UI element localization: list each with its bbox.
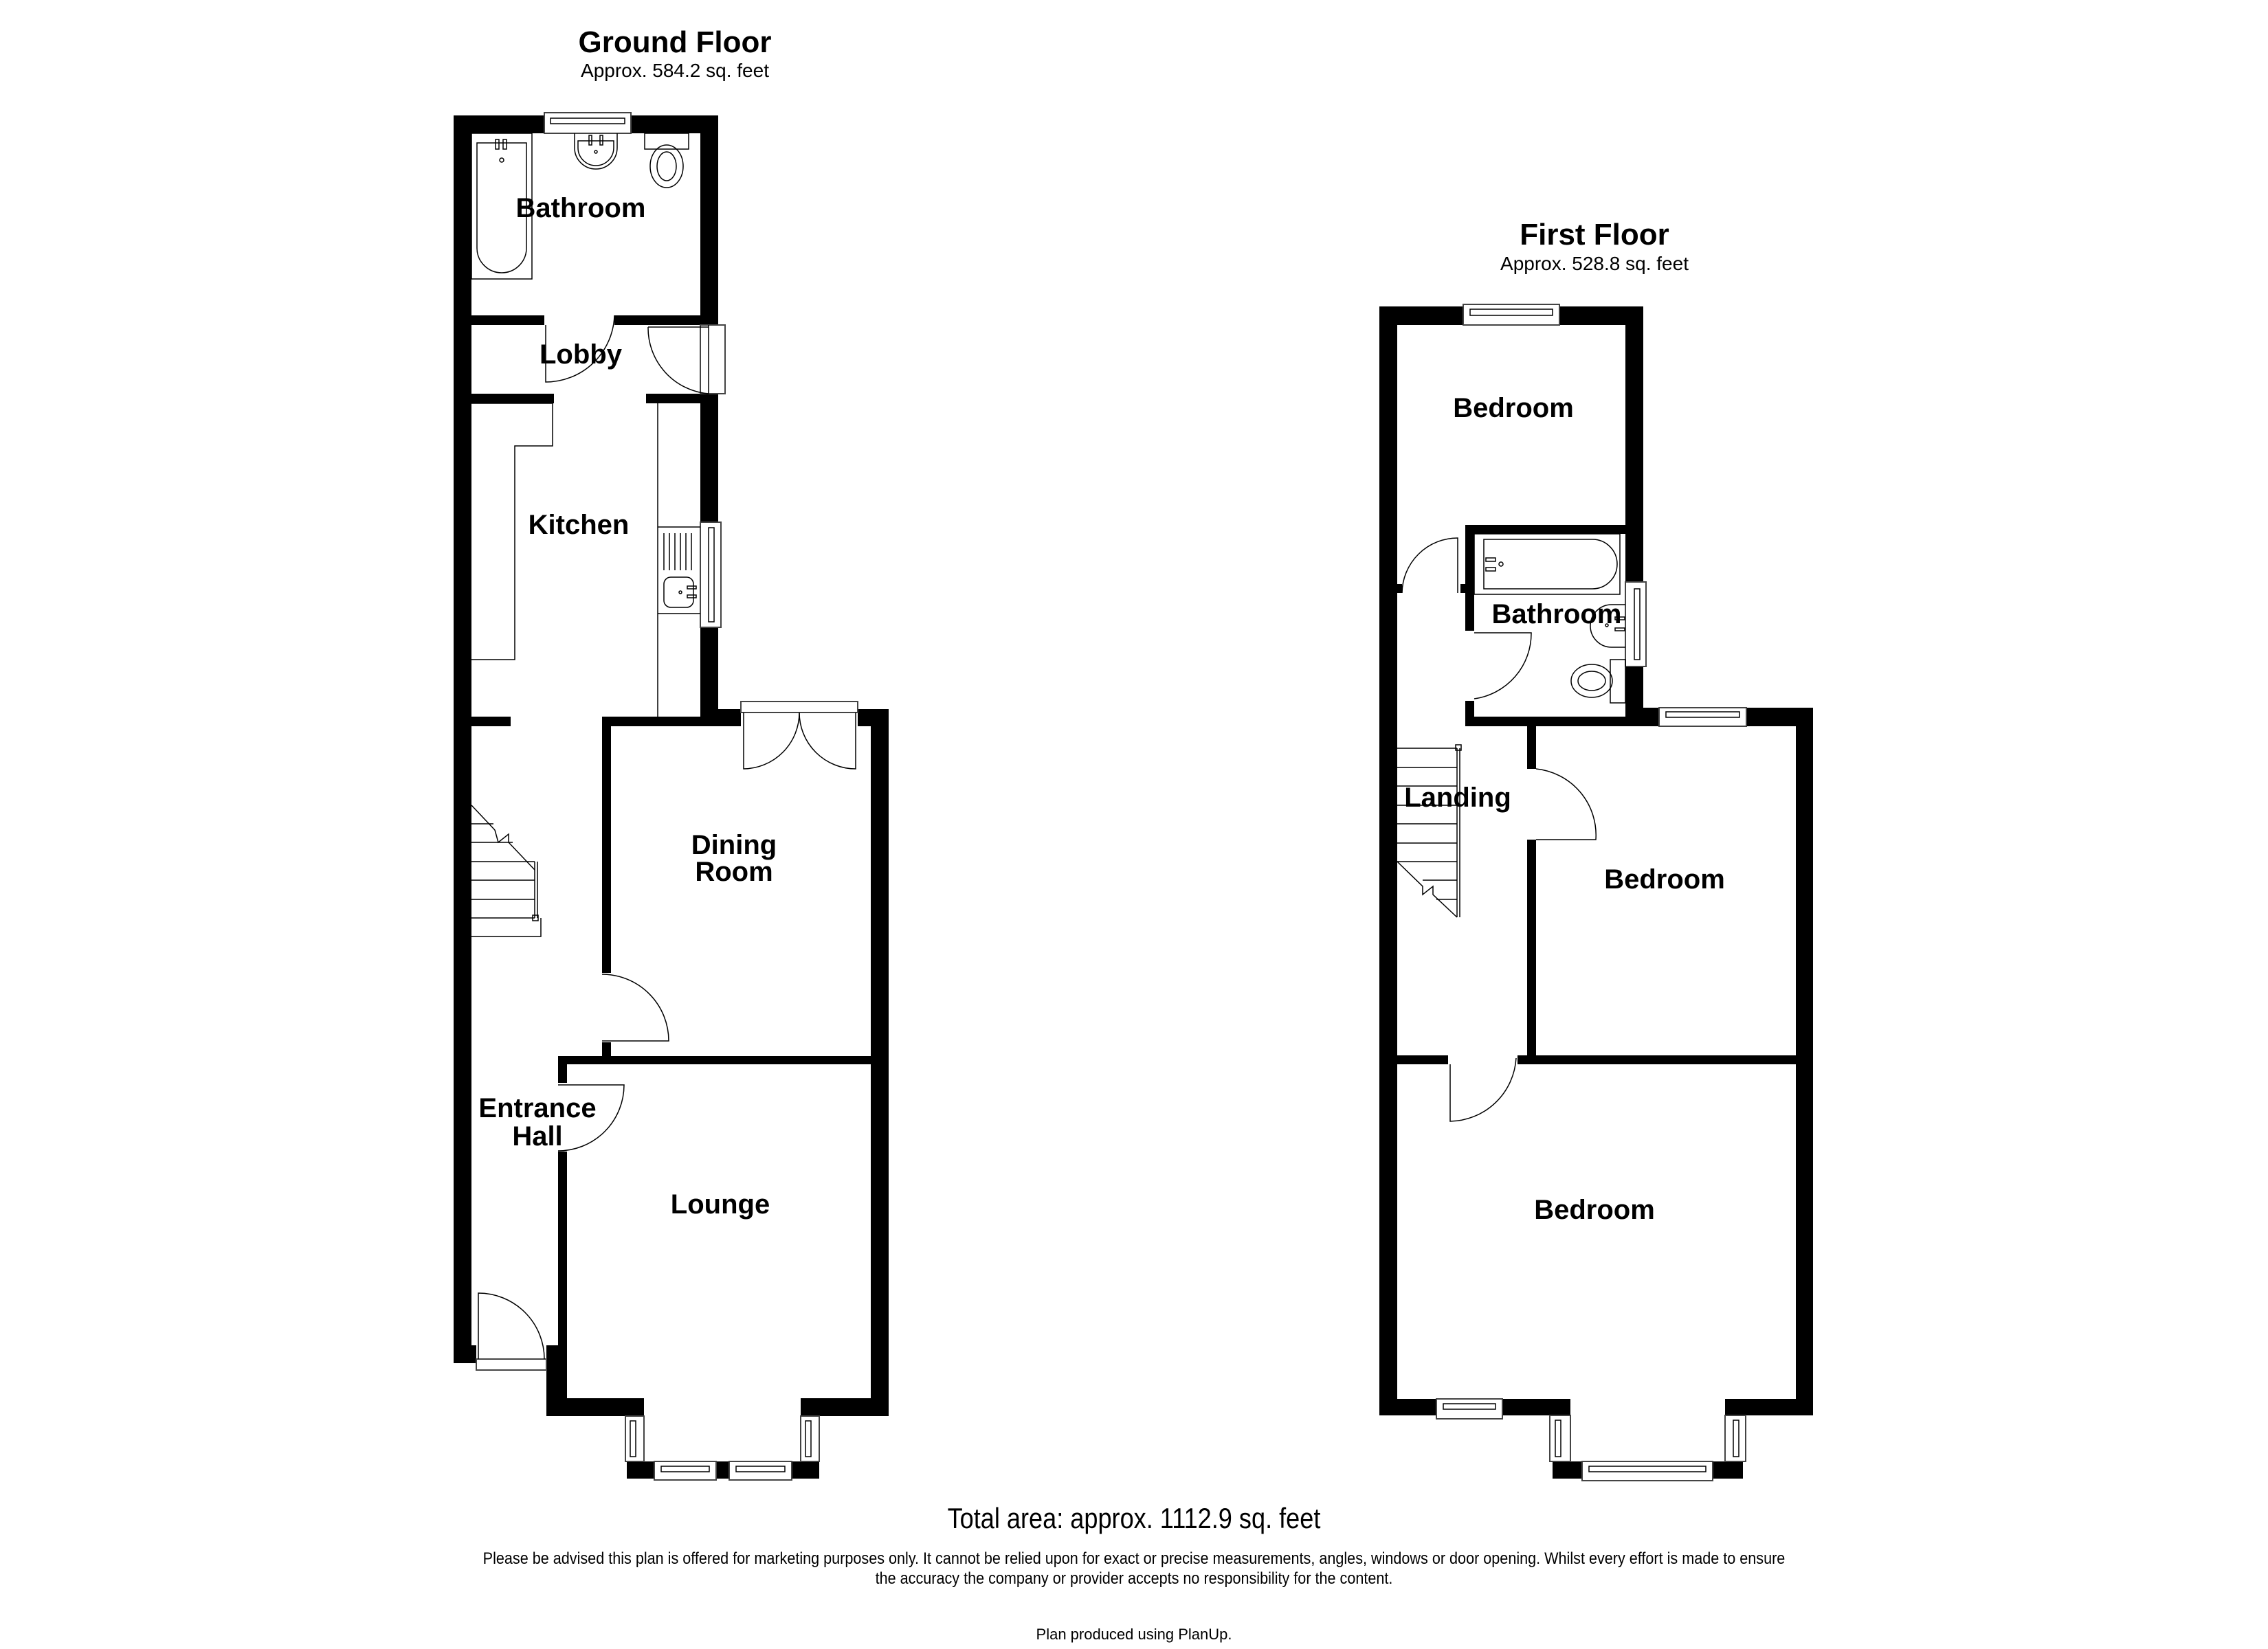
plan-credit: Plan produced using PlanUp.: [1036, 1626, 1232, 1643]
first-floor-fixtures: [1397, 533, 1626, 918]
lounge-door: [557, 1084, 625, 1152]
ground-floor-plan: Ground Floor Approx. 584.2 sq. feet: [454, 25, 889, 1481]
kitchen-window: [700, 521, 722, 628]
room-label-entrance-line2: Hall: [512, 1121, 562, 1152]
first-floor-toilet: [1570, 659, 1626, 704]
lounge-bay-window-front-left: [654, 1461, 717, 1481]
room-label-landing: Landing: [1404, 783, 1511, 813]
dining-room-door: [601, 974, 669, 1042]
first-floor-staircase: [1397, 744, 1462, 918]
lounge-bay-window-left: [625, 1415, 645, 1462]
room-label-rear-bedroom: Bedroom: [1453, 393, 1574, 423]
room-label-front-bedroom: Bedroom: [1534, 1195, 1655, 1225]
front-door: [476, 1292, 547, 1371]
disclaimer-line-1: Please be advised this plan is offered f…: [482, 1549, 1786, 1568]
front-bedroom-door: [1449, 1057, 1517, 1122]
first-floor-bathroom-window: [1625, 581, 1647, 667]
first-floor-bathroom-door: [1474, 632, 1532, 699]
room-label-lobby: Lobby: [540, 339, 623, 370]
front-bedroom-side-window: [1436, 1398, 1503, 1420]
room-label-entrance-line1: Entrance: [478, 1093, 596, 1123]
room-label-first-floor-bathroom: Bathroom: [1492, 599, 1622, 629]
rear-bedroom-window: [1463, 304, 1560, 326]
lounge-bay-window-right: [800, 1415, 820, 1462]
bath-tub: [471, 133, 533, 280]
first-floor-room-labels: Bedroom Bathroom Landing Bedroom Bedroom: [1404, 393, 1725, 1225]
lobby-external-door: [647, 324, 726, 394]
middle-bedroom-window: [1658, 707, 1747, 727]
front-bedroom-bay-left: [1549, 1415, 1571, 1462]
front-bedroom-bay-right: [1724, 1415, 1746, 1462]
room-label-kitchen: Kitchen: [529, 510, 630, 540]
ground-floor-doors: [476, 315, 858, 1371]
lounge-bay-window-front-right: [729, 1461, 792, 1481]
ground-floor-staircase: [471, 805, 542, 937]
ground-floor-windows: [544, 112, 820, 1481]
disclaimer: Please be advised this plan is offered f…: [113, 1549, 2155, 1589]
bathroom-window: [544, 112, 632, 134]
ground-floor-room-labels: Bathroom Lobby Kitchen Dining Room Entra…: [478, 193, 777, 1220]
ground-floor-walls: [454, 115, 889, 1479]
first-floor-title: First Floor: [1520, 218, 1669, 251]
toilet: [644, 133, 689, 188]
french-doors: [740, 701, 858, 770]
ground-floor-fixtures: [471, 133, 700, 937]
ground-floor-area: Approx. 584.2 sq. feet: [581, 60, 769, 81]
bathroom-door: [545, 315, 615, 383]
total-area: Total area: approx. 1112.9 sq. feet: [947, 1502, 1321, 1534]
first-floor-plan: First Floor Approx. 528.8 sq. feet: [1379, 218, 1813, 1481]
kitchen-worktop-left: [471, 403, 553, 660]
rear-bedroom-door: [1401, 537, 1458, 594]
room-label-lounge: Lounge: [671, 1189, 770, 1220]
kitchen-sink: [663, 533, 697, 608]
middle-bedroom-door: [1535, 768, 1597, 840]
first-floor-area: Approx. 528.8 sq. feet: [1500, 253, 1689, 274]
room-label-dining-line1: Dining: [691, 830, 777, 860]
first-floor-windows: [1436, 304, 1747, 1481]
first-floor-walls: [1379, 306, 1813, 1479]
first-floor-bath-tub: [1474, 533, 1621, 595]
room-label-bathroom: Bathroom: [516, 193, 646, 223]
room-label-middle-bedroom: Bedroom: [1604, 864, 1725, 895]
room-label-dining-line2: Room: [695, 857, 772, 887]
disclaimer-line-2: the accuracy the company or provider acc…: [875, 1569, 1393, 1588]
first-floor-basin: [1590, 604, 1625, 648]
front-bedroom-bay-front: [1581, 1461, 1713, 1481]
wash-basin: [574, 133, 618, 170]
kitchen-worktop-right: [657, 403, 700, 717]
ground-floor-title: Ground Floor: [578, 25, 771, 59]
first-floor-doors: [1401, 537, 1597, 1122]
